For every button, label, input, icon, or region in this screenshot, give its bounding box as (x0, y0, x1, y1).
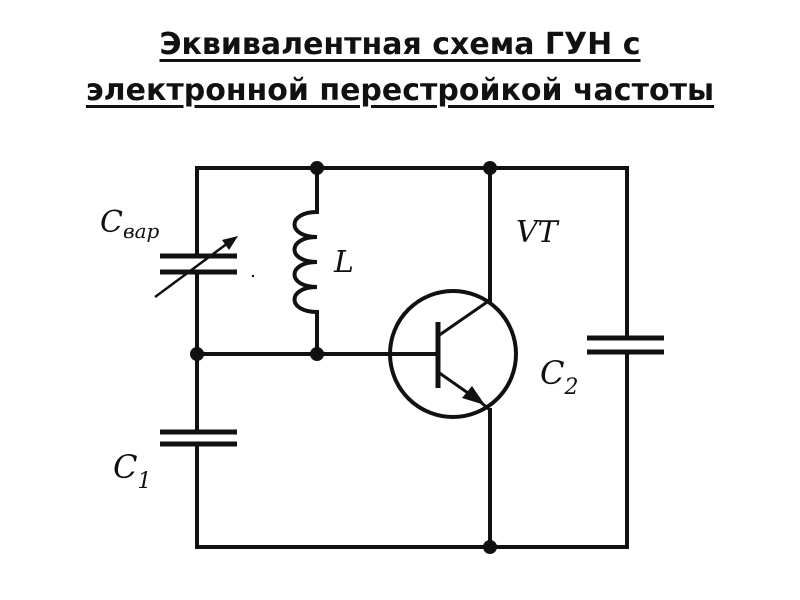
label-c1: C1 (113, 448, 151, 494)
label-inductor: L (333, 245, 354, 280)
title-line-2: электронной перестройкой частоты (85, 73, 715, 108)
junction-top-collector (483, 161, 497, 175)
label-c2-main: C (540, 354, 564, 392)
slide-title: Эквивалентная схема ГУН с электронной пе… (0, 22, 800, 114)
transistor-emitter-arrow (462, 386, 485, 405)
label-c2-sub: 2 (563, 375, 578, 400)
capacitor-c2 (587, 335, 664, 355)
varactor-capacitor (154, 236, 255, 299)
wires (195, 166, 629, 549)
junction-inductor-base (310, 347, 324, 361)
label-c2: C2 (540, 354, 578, 400)
label-varactor-main: C (100, 205, 123, 240)
varactor-arrow-head (222, 236, 238, 250)
junction-top-inductor (310, 161, 324, 175)
label-c1-main: C (113, 448, 137, 486)
transistor-envelope (388, 289, 518, 419)
junctions (190, 161, 497, 554)
junction-bottom-emitter (483, 540, 497, 554)
transistor-vt (388, 289, 518, 419)
title-line-1: Эквивалентная схема ГУН с (159, 27, 641, 62)
capacitor-c1 (160, 429, 237, 447)
transistor-collector-lead (437, 298, 491, 338)
junction-left-base (190, 347, 204, 361)
label-varactor: Cвар (100, 205, 160, 243)
varactor-arrow-shaft (154, 238, 233, 299)
label-varactor-sub: вар (123, 219, 160, 243)
label-transistor: VT (516, 215, 560, 250)
label-c1-sub: 1 (137, 469, 151, 494)
inductor-coil (292, 210, 318, 314)
